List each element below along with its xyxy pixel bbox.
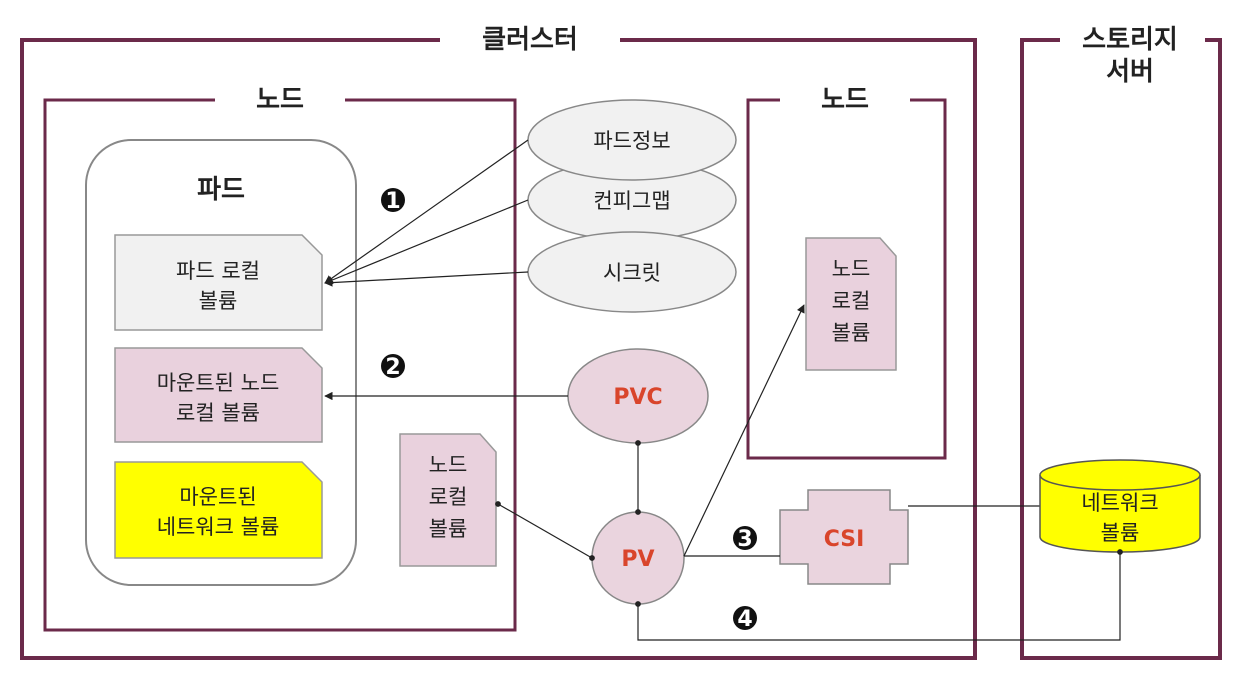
mounted-node-local-volume: 마운트된 노드 로컬 볼륨: [114, 347, 323, 443]
csi-label: CSI: [824, 527, 865, 552]
pod-local-volume-line1: 파드 로컬: [176, 259, 260, 283]
node-local-volume-right-line1: 노드: [832, 257, 871, 281]
pv-to-middle-volume-link: [495, 501, 595, 561]
pv-label: PV: [621, 547, 654, 572]
storage-server-frame: 스토리지 서버: [1020, 25, 1222, 660]
node-local-volume-middle-line2: 로컬: [429, 485, 468, 509]
marker-4: 4: [733, 606, 757, 632]
node-right-frame: 노드: [746, 85, 947, 460]
mounted-node-local-volume-line2: 로컬 볼륨: [176, 401, 260, 425]
network-volume-line1: 네트워크: [1081, 491, 1158, 515]
cluster-title: 클러스터: [482, 25, 578, 55]
marker-3: 3: [733, 526, 757, 552]
node-local-volume-middle: 노드 로컬 볼륨: [399, 433, 497, 567]
secret-label: 시크릿: [603, 261, 661, 285]
pod-info-ellipse: 파드정보: [527, 99, 737, 181]
node-left-title: 노드: [256, 85, 304, 115]
network-volume-cylinder: 네트워크 볼륨: [1039, 459, 1201, 553]
svg-text:2: 2: [385, 355, 400, 380]
pvc-ellipse: PVC: [567, 348, 709, 444]
svg-text:1: 1: [385, 189, 400, 214]
configmap-ellipse: 컨피그맵: [527, 159, 737, 241]
marker-2: 2: [381, 354, 405, 380]
svg-text:3: 3: [737, 527, 752, 552]
mounted-network-volume-line1: 마운트된: [179, 485, 256, 509]
cluster-frame: 클러스터: [20, 25, 977, 660]
ellipse-to-pod-volume-arrows: [324, 139, 529, 287]
pod-title: 파드: [197, 175, 245, 205]
node-local-volume-right-line3: 볼륨: [832, 321, 871, 345]
pv-network-volume-link: [635, 549, 1123, 641]
node-local-volume-middle-line1: 노드: [429, 453, 468, 477]
node-local-volume-right: 노드 로컬 볼륨: [805, 237, 897, 371]
svg-text:4: 4: [737, 607, 752, 632]
node-right-title: 노드: [821, 85, 869, 115]
pod-info-label: 파드정보: [593, 129, 670, 153]
pod-local-volume-line2: 볼륨: [199, 289, 238, 313]
storage-server-title-line2: 서버: [1106, 57, 1154, 87]
node-left-frame: 노드: [43, 85, 517, 632]
pvc-label: PVC: [613, 385, 662, 410]
node-local-volume-middle-line3: 볼륨: [429, 517, 468, 541]
marker-1: 1: [381, 188, 405, 214]
configmap-label: 컨피그맵: [593, 189, 670, 213]
pv-circle: PV: [591, 511, 685, 605]
network-volume-line2: 볼륨: [1101, 521, 1140, 545]
pv-to-right-volume-arrow: [683, 304, 805, 557]
csi-plugin: CSI: [779, 489, 909, 585]
mounted-network-volume-line2: 네트워크 볼륨: [157, 515, 280, 539]
mounted-network-volume: 마운트된 네트워크 볼륨: [114, 461, 323, 559]
mounted-node-local-volume-line1: 마운트된 노드: [157, 371, 280, 395]
pod-local-volume: 파드 로컬 볼륨: [114, 234, 323, 331]
secret-ellipse: 시크릿: [527, 231, 737, 313]
storage-server-title-line1: 스토리지: [1082, 25, 1178, 55]
node-local-volume-right-line2: 로컬: [832, 289, 871, 313]
